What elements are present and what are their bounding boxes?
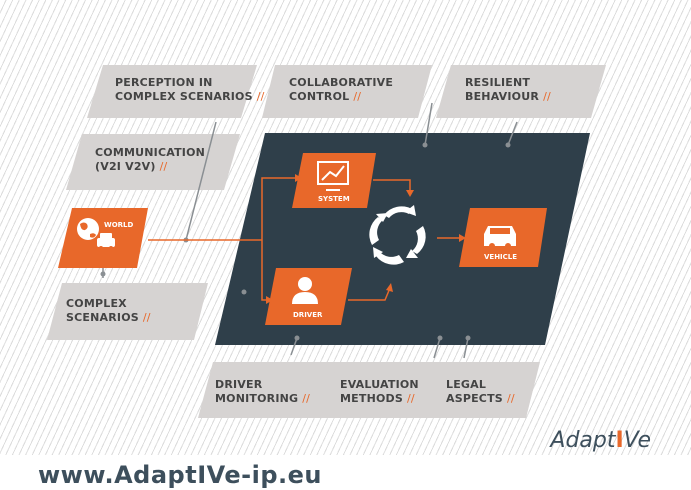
communication-line1: COMMUNICATION xyxy=(95,146,206,159)
legal-box: LEGAL ASPECTS // xyxy=(446,378,515,406)
box-collaborative-bg xyxy=(262,65,432,118)
system-label: SYSTEM xyxy=(318,195,350,203)
car-icon xyxy=(484,226,516,249)
box-perception-bg xyxy=(87,65,257,118)
communication-line2: (V2I V2V) xyxy=(95,160,156,173)
resilient-slash: // xyxy=(543,90,551,103)
evaluation-slash: // xyxy=(407,392,415,405)
connector-dots xyxy=(100,142,511,341)
resilient-line1: RESILIENT xyxy=(465,76,531,89)
evaluation-box: EVALUATION METHODS // xyxy=(340,378,419,406)
box-communication-bg xyxy=(66,134,240,190)
complex-line2: SCENARIOS xyxy=(66,311,139,324)
box-driver-monitoring-bg xyxy=(198,362,358,418)
perception-line2: COMPLEX SCENARIOS xyxy=(115,90,253,103)
monitor-icon xyxy=(317,161,349,191)
driver-monitoring-line2: MONITORING xyxy=(215,392,299,405)
complex-box: COMPLEX SCENARIOS // xyxy=(66,297,151,325)
box-legal-bg xyxy=(415,362,540,418)
cycle-icon xyxy=(369,205,426,265)
globe-icon xyxy=(77,218,99,240)
resilient-box: RESILIENT BEHAVIOUR // xyxy=(465,76,551,104)
world-label: WORLD xyxy=(104,221,134,229)
car-icon-small xyxy=(97,233,115,250)
legal-slash: // xyxy=(506,392,515,405)
box-resilient-bg xyxy=(436,65,606,118)
complex-slash: // xyxy=(142,311,151,324)
collaborative-slash: // xyxy=(353,90,362,103)
perception-slash: // xyxy=(256,90,265,103)
driver-monitoring-line1: DRIVER xyxy=(215,378,263,391)
evaluation-line2: METHODS xyxy=(340,392,403,405)
driver-monitoring-box: DRIVER MONITORING // xyxy=(215,378,310,406)
legal-line2: ASPECTS xyxy=(446,392,503,405)
resilient-line2: BEHAVIOUR xyxy=(465,90,540,103)
adaptive-logo: AdaptIVe xyxy=(550,428,651,453)
communication-slash: // xyxy=(159,160,168,173)
perception-line1: PERCEPTION IN xyxy=(115,76,213,89)
logo-part1: Adapt xyxy=(550,428,616,453)
person-icon xyxy=(292,277,318,304)
vehicle-label: VEHICLE xyxy=(484,253,518,261)
driver-monitoring-slash: // xyxy=(302,392,311,405)
logo-separator: I xyxy=(615,428,624,453)
legal-line1: LEGAL xyxy=(446,378,487,391)
collaborative-line1: COLLABORATIVE xyxy=(289,76,394,89)
logo-part2: Ve xyxy=(623,428,651,453)
footer-area xyxy=(0,455,691,490)
communication-box: COMMUNICATION (V2I V2V) // xyxy=(95,146,205,174)
flow-arrows xyxy=(148,177,459,301)
evaluation-line1: EVALUATION xyxy=(340,378,419,391)
website-url[interactable]: www.AdaptIVe-ip.eu xyxy=(38,461,323,489)
perception-box: PERCEPTION IN COMPLEX SCENARIOS // xyxy=(115,76,265,104)
system-node xyxy=(292,153,376,208)
box-complex-bg xyxy=(47,283,208,340)
collaborative-box: COLLABORATIVE CONTROL // xyxy=(289,76,393,104)
collaborative-line2: CONTROL xyxy=(289,90,350,103)
complex-line1: COMPLEX xyxy=(66,297,127,310)
driver-label: DRIVER xyxy=(293,311,323,319)
